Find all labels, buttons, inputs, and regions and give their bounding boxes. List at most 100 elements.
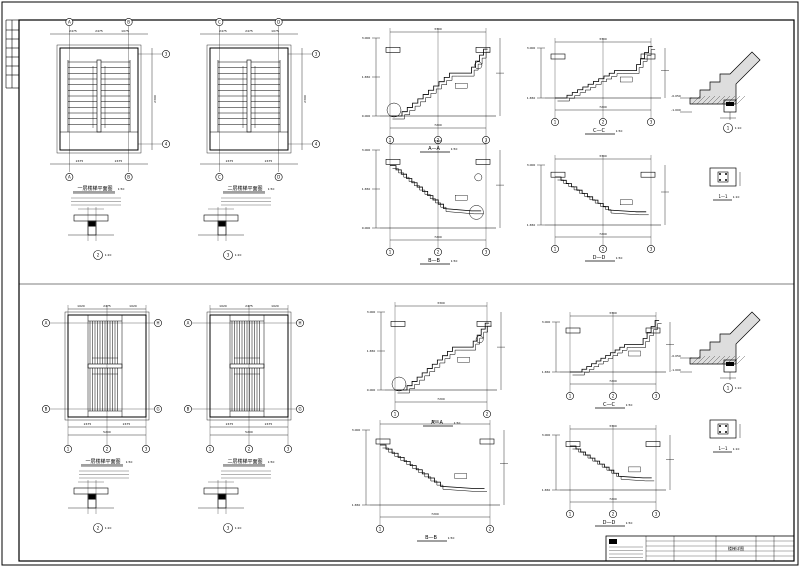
- node-scale: 1:10: [735, 386, 742, 390]
- rebar: [725, 425, 727, 427]
- axis-label: 2: [248, 447, 251, 452]
- axis-bubble: [65, 173, 74, 181]
- axis-label: A: [68, 20, 71, 25]
- tag-box: [628, 350, 641, 357]
- dim-bottom: 7200: [434, 123, 442, 127]
- axis-label: 3: [650, 247, 653, 252]
- plan-wall-outer: [56, 44, 142, 154]
- axis-label: C: [218, 20, 221, 25]
- dim-bottom: 7200: [609, 497, 617, 501]
- axis-label: 1: [727, 386, 730, 391]
- dim-bottom: 7200: [599, 232, 607, 236]
- axis-bubble: [434, 248, 442, 256]
- landing-beam: [390, 321, 406, 327]
- axis-bubble: [215, 173, 224, 181]
- landing-beam: [475, 47, 491, 53]
- axis-label: 2: [612, 394, 615, 399]
- axis-bubble: [296, 319, 304, 327]
- hatch: [736, 95, 746, 105]
- hatch: [691, 355, 701, 365]
- landing-beam: [475, 159, 491, 165]
- sec11-column: [717, 171, 729, 183]
- section-scale: 1:50: [616, 256, 623, 260]
- hatch: [716, 355, 726, 365]
- elev-value: 3.000: [362, 148, 371, 152]
- dim-total: 5200: [245, 430, 253, 434]
- axis-bubble: [647, 245, 655, 253]
- node-beam-fill: [726, 362, 734, 366]
- dim-top: 1075: [121, 29, 129, 33]
- axis-bubble: [551, 245, 559, 253]
- tag-box: [454, 473, 467, 479]
- plan-wall: [209, 47, 289, 151]
- dim-top: 2475: [245, 29, 253, 33]
- axis-bubble: [483, 410, 491, 418]
- axis-label: 3: [315, 52, 318, 57]
- detail-slab: [203, 214, 239, 222]
- axis-bubble: [42, 319, 50, 327]
- dim-top: 3300: [431, 419, 439, 423]
- dim-bottom: 2475: [123, 422, 131, 426]
- section-scale: 1:50: [454, 421, 461, 425]
- axis-label: H: [298, 321, 301, 326]
- section-title: D—D: [593, 255, 606, 261]
- landing-beam: [550, 171, 566, 178]
- dim-side: 2300: [153, 95, 157, 103]
- elev-value: 3.000: [367, 310, 376, 314]
- stair-profile: [390, 165, 482, 212]
- dim-top: 3300: [437, 301, 445, 305]
- section-scale: 1:50: [626, 403, 633, 407]
- plan-title: 二层楼梯平面图: [227, 185, 262, 192]
- hatch: [711, 355, 721, 365]
- dim-bottom: 2475: [115, 159, 123, 163]
- axis-label: 2: [612, 512, 615, 517]
- stair-profile: [390, 48, 488, 117]
- axis-bubble: [599, 118, 607, 126]
- sec11-frame: [709, 167, 737, 187]
- dim-top: 1020: [77, 304, 85, 308]
- axis-bubble: [245, 445, 253, 453]
- axis-label: 3: [287, 447, 290, 452]
- detail-fill: [218, 494, 226, 500]
- axis-label: 2: [602, 120, 605, 125]
- axis-label: 2: [97, 526, 100, 531]
- section-scale: 1:50: [451, 259, 458, 263]
- axis-bubble: [482, 248, 490, 256]
- dim-bottom: 7200: [431, 512, 439, 516]
- axis-label: C: [218, 175, 221, 180]
- elev-value: 1.650: [352, 503, 361, 507]
- landing-beam: [565, 327, 581, 334]
- tag-box: [620, 76, 633, 83]
- stair-slab: [572, 323, 662, 376]
- stair-slab: [397, 325, 492, 394]
- center-well: [96, 59, 102, 133]
- axis-label: B: [187, 407, 190, 412]
- axis-bubble: [609, 510, 617, 518]
- drawing-name: 楼梯详图: [728, 545, 744, 551]
- dim-top: 3300: [599, 37, 607, 41]
- title-block: 楼梯详图: [605, 535, 795, 562]
- hatch: [711, 95, 721, 105]
- axis-label: 1: [554, 247, 557, 252]
- tag-box: [457, 357, 470, 363]
- title-block-frame: [605, 535, 795, 562]
- tag-box: [628, 466, 641, 473]
- axis-bubble: [652, 510, 660, 518]
- plan-title: 二层楼梯平面图: [227, 458, 262, 465]
- dim-top: 3300: [609, 311, 617, 315]
- section-scale: 1:50: [448, 536, 455, 540]
- dim-bottom: 2475: [265, 422, 273, 426]
- dim-bottom: 2475: [226, 159, 234, 163]
- elev-value: 1.650: [362, 75, 371, 79]
- section-title: B—B: [428, 258, 440, 264]
- dim-top: 2475: [245, 304, 253, 308]
- axis-label: 3: [165, 52, 168, 57]
- node-elev: -1.000: [671, 368, 681, 372]
